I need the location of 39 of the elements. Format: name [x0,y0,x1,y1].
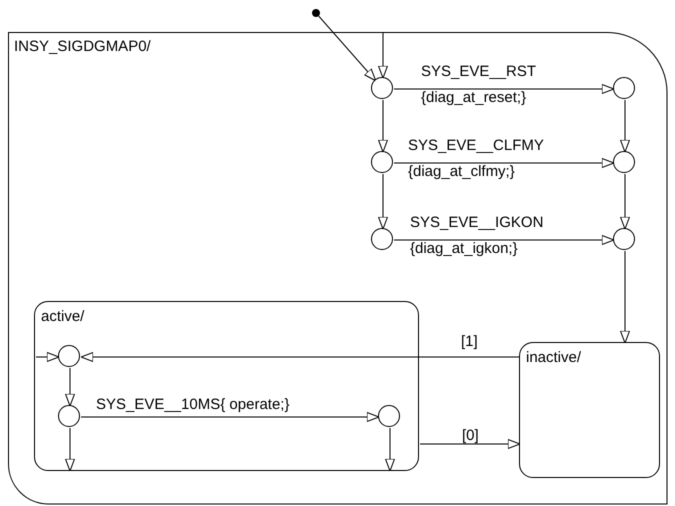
transition-arrow [394,158,614,168]
transition-arrow [378,174,388,230]
junction-circle [58,345,80,367]
state-name: INSY_SIGDGMAP0/ [14,38,151,56]
transition-arrow [385,428,395,472]
transition-arrow [318,16,376,82]
junction-circle [613,77,635,99]
transition-arrow [80,412,380,422]
state-name: inactive/ [526,349,582,367]
transition-arrow [620,250,630,344]
junction-circle [371,228,393,250]
edge-label: [0] [462,426,479,446]
edge-label: [1] [461,332,478,352]
transition-arrow [394,84,614,94]
edge-label: SYS_EVE__IGKON {diag_at_igkon;} [410,213,544,259]
junction-circle [613,228,635,250]
state-name: active/ [41,308,84,326]
transition-arrow [620,100,630,152]
transition-arrow [65,428,75,472]
transition-arrow [378,32,388,78]
transition-arrow [394,235,614,245]
transition-arrow [620,174,630,230]
transition-arrow [420,439,520,449]
edge-label: SYS_EVE__CLFMY {diag_at_clfmy;} [408,136,544,182]
junction-circle [371,151,393,173]
transition-arrow [65,368,75,406]
junction-circle [378,405,400,427]
transition-arrow [36,352,60,362]
state-box [34,301,419,471]
transition-arrow [378,100,388,152]
initial-state-dot [312,9,320,17]
edge-label: SYS_EVE__RST {diag_at_reset;} [421,62,536,108]
junction-circle [58,405,80,427]
transition-arrow [80,352,520,362]
junction-circle [371,77,393,99]
state-box [519,342,660,478]
state-box [8,32,668,505]
edge-label: SYS_EVE__10MS{ operate;} [96,395,290,415]
junction-circle [613,151,635,173]
